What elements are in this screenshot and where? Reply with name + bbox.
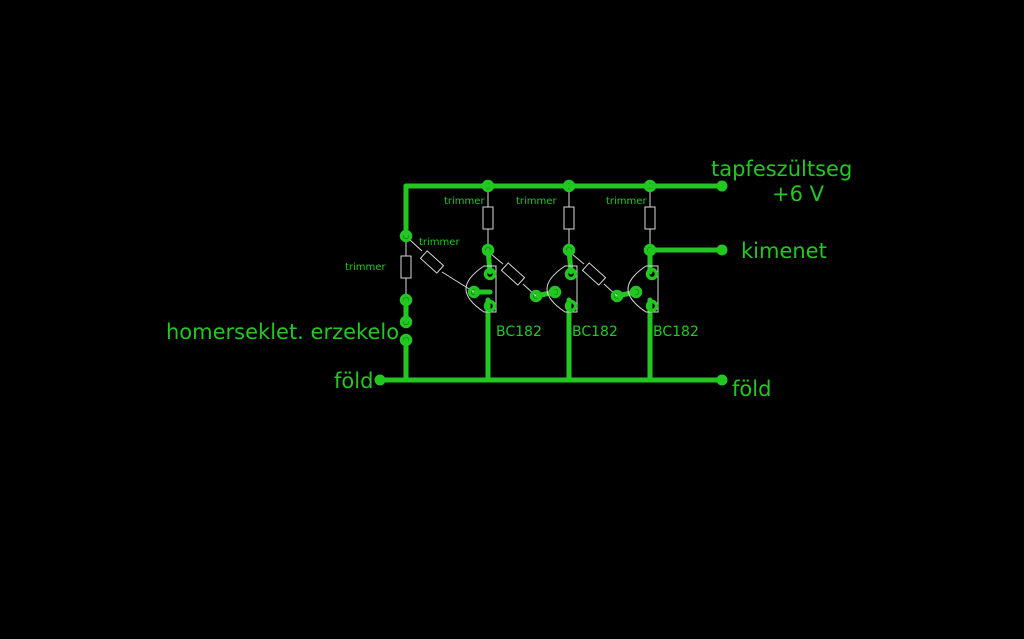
trimmer-body [563, 206, 575, 230]
pad [562, 179, 576, 193]
transistor-label: BC182 [653, 324, 699, 340]
transistor-outline [627, 265, 659, 313]
pad [399, 315, 413, 329]
diagonal-resistor-3 [571, 253, 618, 297]
trimmer-body [400, 255, 412, 279]
trimmer-label: trimmer [345, 262, 386, 273]
pad [643, 243, 657, 257]
pad [564, 267, 578, 281]
transistor-label: BC182 [572, 324, 618, 340]
terminals [374, 180, 728, 386]
transistor-outline [546, 265, 578, 313]
pad [481, 243, 495, 257]
component-outlines [400, 190, 659, 313]
output-label: kimenet [741, 239, 827, 263]
supply-terminal [716, 180, 728, 192]
pad [645, 267, 659, 281]
pad [399, 293, 413, 307]
trimmer-label: trimmer [516, 196, 557, 207]
pads [399, 179, 659, 347]
copper-traces [377, 183, 725, 383]
trimmer-body [482, 206, 494, 230]
pad [610, 289, 624, 303]
pad [529, 289, 543, 303]
pad [481, 179, 495, 193]
ground-terminal-left [374, 374, 386, 386]
pad [399, 229, 413, 243]
trimmer-label: trimmer [419, 237, 460, 248]
pad [483, 299, 497, 313]
ground-label-right: föld [732, 377, 771, 401]
labels: tapfeszültseg +6 V kimenet föld föld hom… [166, 157, 852, 401]
transistor-label: BC182 [496, 324, 542, 340]
trimmer-body [644, 206, 656, 230]
trimmer-label: trimmer [606, 196, 647, 207]
ground-terminal-right [716, 374, 728, 386]
pad [483, 267, 497, 281]
pad [562, 243, 576, 257]
pad [399, 333, 413, 347]
sensor-label: homerseklet. erzekelo [166, 320, 399, 344]
pad [629, 285, 643, 299]
pad [643, 179, 657, 193]
transistor-outline [465, 265, 497, 313]
output-terminal [716, 244, 728, 256]
trimmer-label: trimmer [444, 196, 485, 207]
ground-label-left: föld [334, 369, 373, 393]
supply-voltage-label: +6 V [772, 182, 825, 206]
pad [645, 299, 659, 313]
supply-label: tapfeszültseg [711, 157, 852, 181]
diagonal-trimmer-1 [409, 239, 475, 293]
diagonal-resistor-2 [490, 253, 537, 297]
pad [564, 299, 578, 313]
pad [467, 285, 481, 299]
pad [548, 285, 562, 299]
